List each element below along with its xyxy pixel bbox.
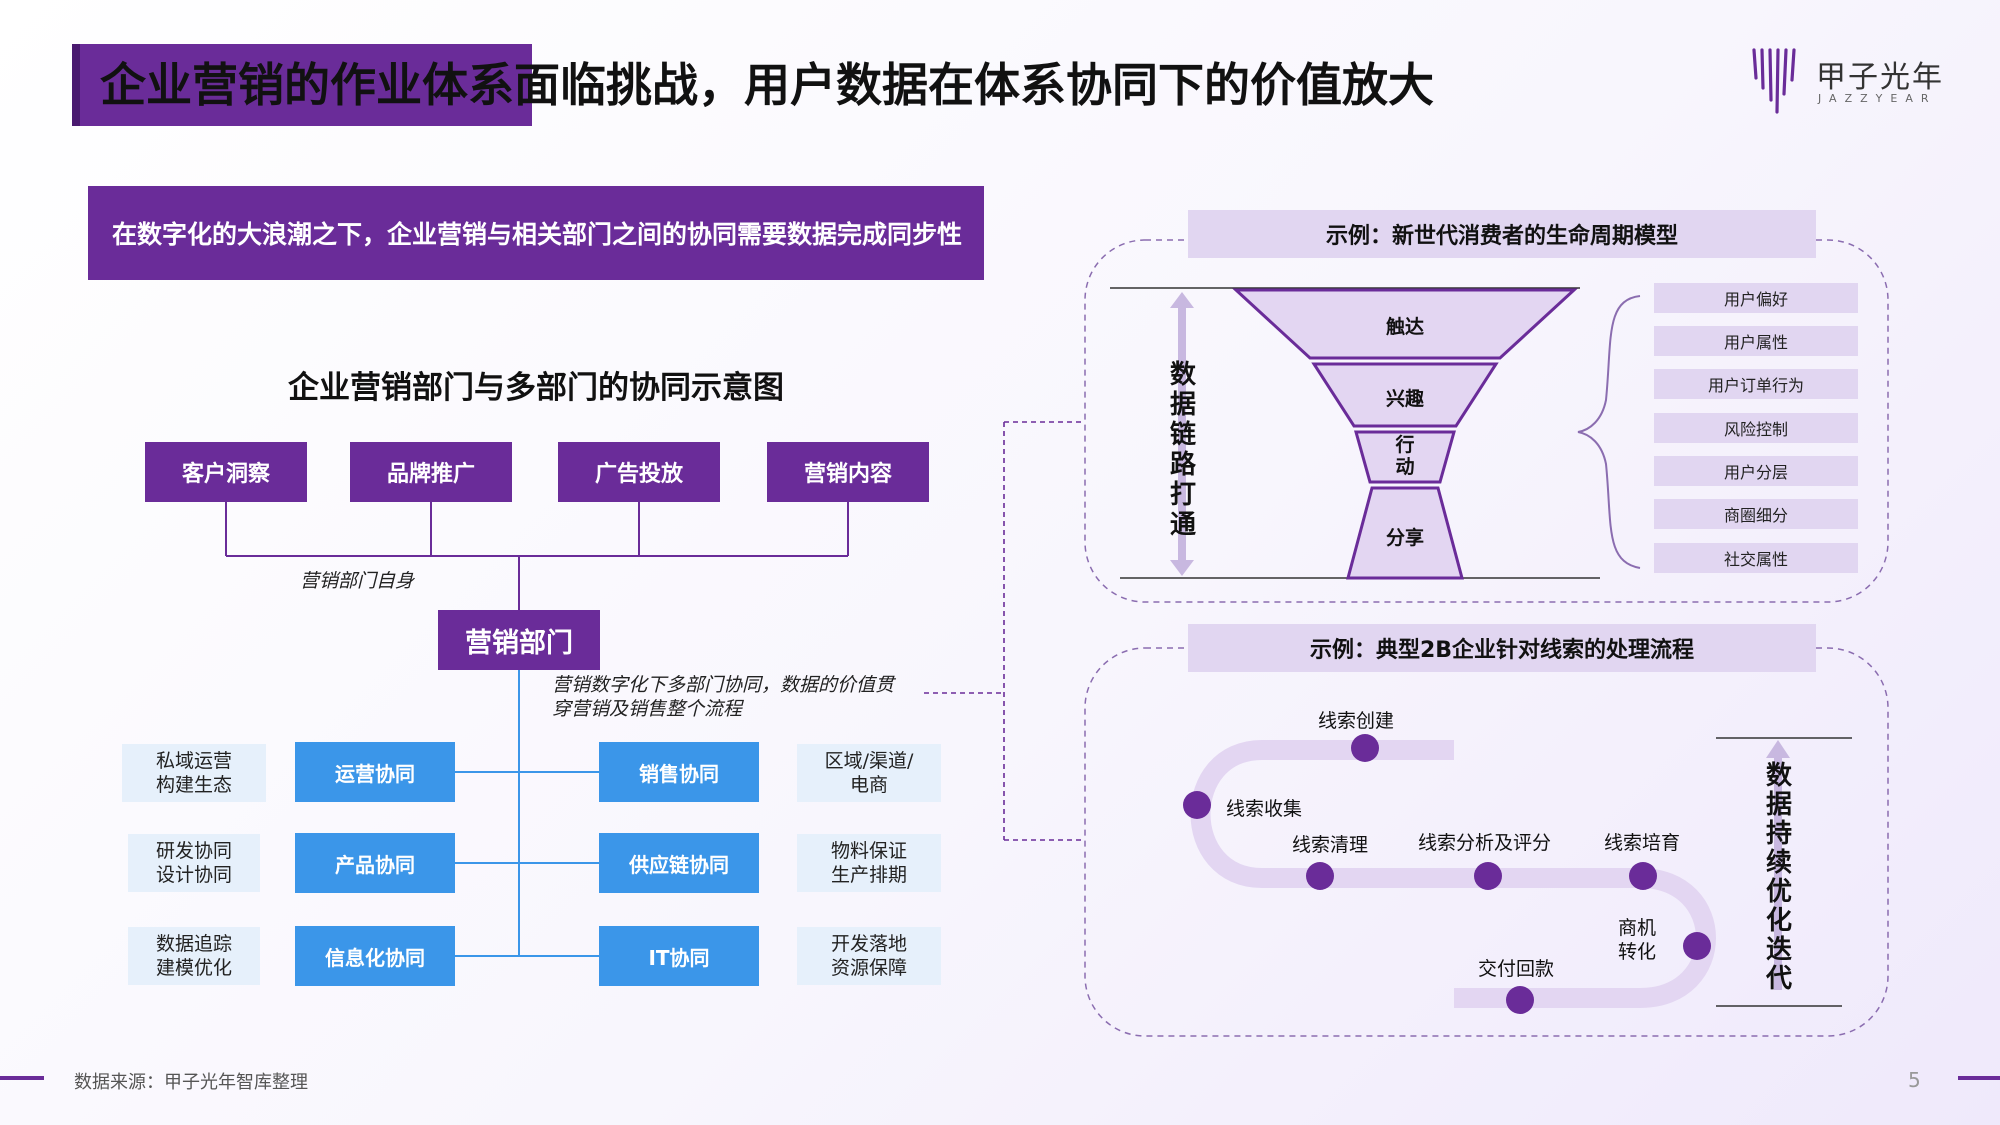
vchar: 代 [1765, 964, 1792, 994]
right-outer-2-line2: 生产排期 [830, 864, 907, 886]
funnel-stage-reach [1232, 288, 1578, 360]
collab-box-sales: 销售协同 [599, 742, 759, 802]
funnel-label-reach: 触达 [1385, 316, 1424, 338]
attribute-social: 社交属性 [1654, 543, 1858, 573]
vchar: 数 [1169, 360, 1196, 390]
vchar: 通 [1169, 510, 1196, 540]
lead-flow-path [1190, 740, 1716, 1008]
step-dot-collect [1183, 791, 1211, 819]
right-outer-box-2: 物料保证生产排期 [797, 834, 941, 892]
funnel-stage-share [1346, 486, 1464, 580]
step-dot-analyze [1474, 862, 1502, 890]
attribute-user-segmentation: 用户分层 [1654, 456, 1858, 486]
headline-banner: 在数字化的大浪潮之下，企业营销与相关部门之间的协同需要数据完成同步性 [88, 186, 984, 280]
dept-box-marketing-content: 营销内容 [767, 442, 929, 502]
left-outer-box-3: 数据追踪建模优化 [128, 927, 260, 985]
page-number: 5 [1908, 1068, 1921, 1092]
vchar: 迭 [1765, 935, 1792, 965]
vchar: 据 [1169, 390, 1196, 420]
vchar: 数 [1765, 761, 1792, 791]
step-dot-nurture [1629, 862, 1657, 890]
vertical-label-data-link: 数 据 链 路 打 通 [1168, 360, 1198, 540]
self-note: 营销部门自身 [300, 570, 415, 592]
title-accent-bar [72, 44, 532, 126]
left-outer-3-line1: 数据追踪 [155, 933, 232, 955]
collab-box-informatization: 信息化协同 [295, 926, 455, 986]
funnel-label-share: 分享 [1385, 527, 1424, 549]
footer-accent-left [0, 1076, 44, 1080]
left-outer-2-line2: 设计协同 [155, 864, 232, 886]
collab-box-operations: 运营协同 [295, 742, 455, 802]
lead-process-header: 示例：典型2B企业针对线索的处理流程 [1188, 624, 1816, 672]
funnel-stage-action [1354, 430, 1456, 484]
attribute-risk-control: 风险控制 [1654, 413, 1858, 443]
diagram-title: 企业营销部门与多部门的协同示意图 [288, 370, 784, 406]
right-outer-2-line1: 物料保证 [830, 840, 907, 862]
center-note-line2: 穿营销及销售整个流程 [552, 698, 743, 720]
left-outer-1-line2: 构建生态 [155, 774, 232, 796]
left-outer-1-line1: 私域运营 [155, 750, 232, 772]
vertical-label-continuous-optimization: 数 据 持 续 优 化 迭 代 [1764, 762, 1794, 994]
step-label-analyze: 线索分析及评分 [1418, 832, 1552, 854]
logo-name: 甲子光年 [1816, 60, 1944, 95]
marketing-dept-box: 营销部门 [438, 610, 600, 670]
right-outer-3-line2: 资源保障 [830, 957, 907, 979]
dept-box-brand-promotion: 品牌推广 [350, 442, 512, 502]
step-label-collect: 线索收集 [1226, 798, 1303, 820]
step-dot-convert [1683, 932, 1711, 960]
step-label-clean: 线索清理 [1292, 834, 1369, 856]
step-label-nurture: 线索培育 [1604, 832, 1681, 854]
vchar: 打 [1169, 480, 1196, 510]
vchar: 据 [1765, 790, 1792, 820]
logo-icon [1752, 48, 1796, 114]
step-dot-payback [1506, 986, 1534, 1014]
step-dot-clean [1306, 862, 1334, 890]
logo-subtitle: JAZZYEAR [1818, 92, 1937, 105]
vchar: 化 [1765, 906, 1792, 936]
step-label-payback: 交付回款 [1478, 958, 1555, 980]
step-label-convert: 商机 转化 [1618, 916, 1656, 964]
page-title: 企业营销的作业体系面临挑战，用户数据在体系协同下的价值放大 [100, 58, 1434, 112]
vchar: 持 [1765, 819, 1792, 849]
right-outer-3-line1: 开发落地 [830, 933, 907, 955]
left-outer-3-line2: 建模优化 [155, 957, 232, 979]
dept-box-customer-insight: 客户洞察 [145, 442, 307, 502]
funnel-label-action: 行 动 [1375, 434, 1435, 478]
right-outer-1-line2: 电商 [849, 774, 888, 796]
attribute-order-behavior: 用户订单行为 [1654, 369, 1858, 399]
step-label-convert-line1: 商机 [1618, 917, 1657, 939]
lifecycle-panel-header: 示例：新世代消费者的生命周期模型 [1188, 210, 1816, 258]
collab-box-product: 产品协同 [295, 833, 455, 893]
vchar: 优 [1765, 877, 1792, 907]
right-outer-box-1: 区域/渠道/电商 [797, 744, 941, 802]
funnel-stage-interest [1311, 362, 1499, 428]
funnel-label-interest: 兴趣 [1385, 388, 1424, 410]
left-outer-box-2: 研发协同设计协同 [128, 834, 260, 892]
footer-accent-right [1958, 1076, 2000, 1080]
left-outer-2-line1: 研发协同 [155, 840, 232, 862]
funnel-char: 动 [1395, 456, 1415, 478]
collab-box-supply-chain: 供应链协同 [599, 833, 759, 893]
funnel-char: 行 [1395, 434, 1415, 456]
center-note-line1: 营销数字化下多部门协同，数据的价值贯 [552, 674, 895, 696]
attribute-user-profile: 用户属性 [1654, 326, 1858, 356]
step-dot-create [1351, 734, 1379, 762]
left-outer-box-1: 私域运营构建生态 [122, 744, 266, 802]
right-outer-1-line1: 区域/渠道/ [824, 750, 914, 772]
attribute-user-preference: 用户偏好 [1654, 283, 1858, 313]
vchar: 路 [1169, 450, 1196, 480]
step-label-convert-line2: 转化 [1618, 941, 1657, 963]
attribute-brace [1577, 295, 1641, 569]
step-label-create: 线索创建 [1318, 710, 1395, 732]
attribute-trade-area: 商圈细分 [1654, 499, 1858, 529]
source-note: 数据来源：甲子光年智库整理 [74, 1072, 308, 1093]
collab-box-it: IT协同 [599, 926, 759, 986]
dept-box-ad-placement: 广告投放 [558, 442, 720, 502]
vchar: 链 [1169, 420, 1196, 450]
vchar: 续 [1765, 848, 1792, 878]
right-outer-box-3: 开发落地资源保障 [797, 927, 941, 985]
